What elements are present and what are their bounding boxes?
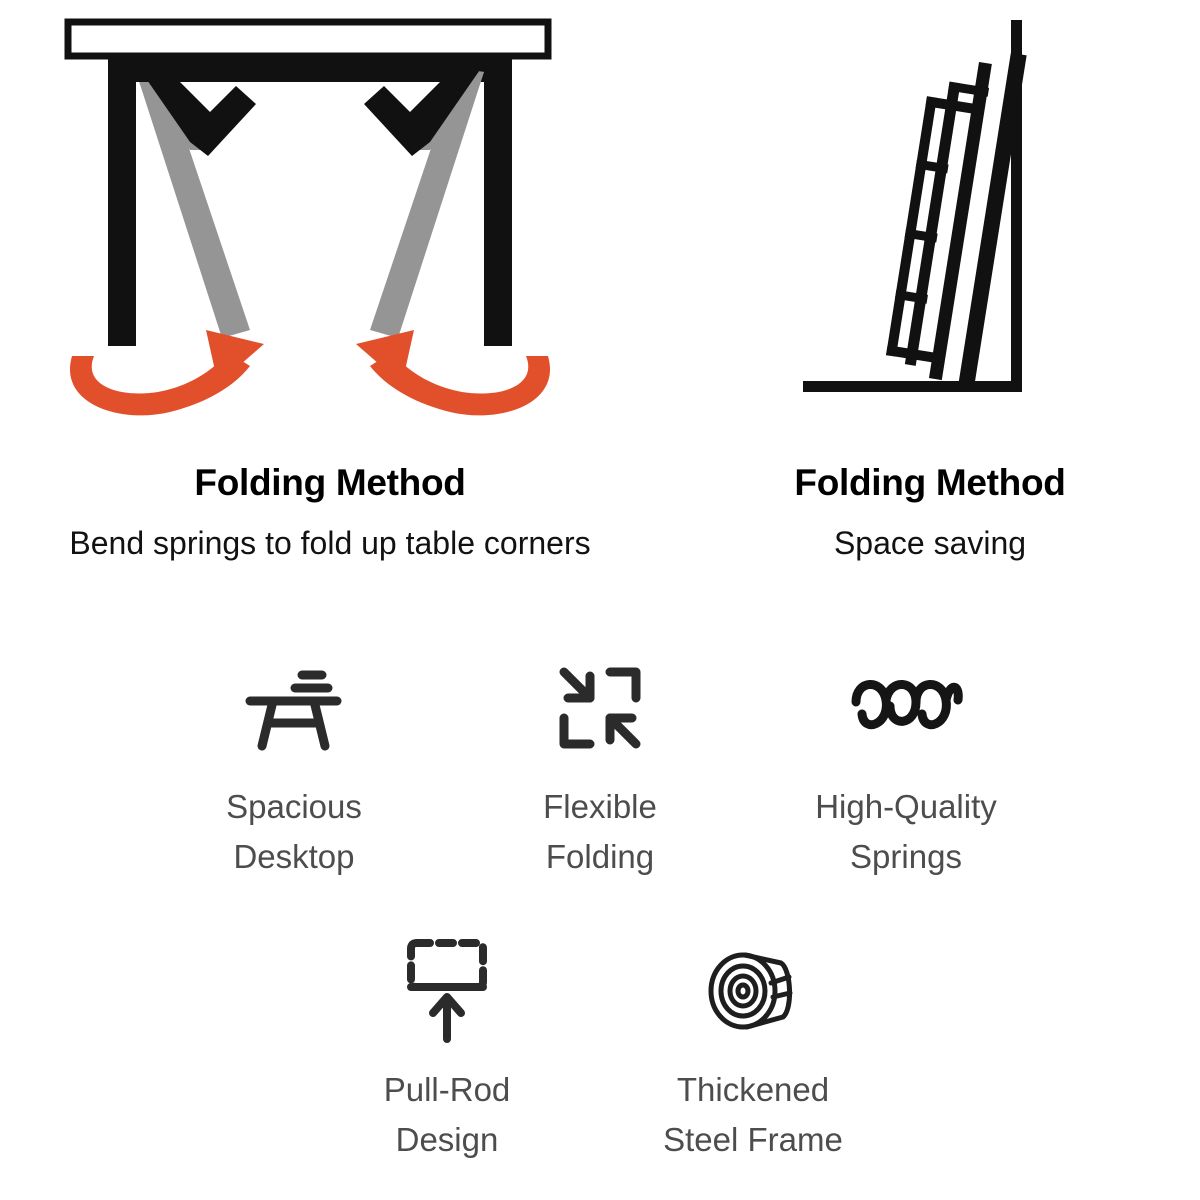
panel-title: Folding Method [194,462,466,503]
floor-line [803,381,1022,392]
feature-spacious-desktop: Spacious Desktop [141,656,447,881]
panel-subtitle: Space saving [833,525,1027,561]
panel-subtitle: Bend springs to fold up table corners [69,525,591,561]
tabletop-shape [64,18,552,60]
right-black-brace [364,64,484,156]
feature-row-2: Pull-Rod Design Thickened Steel Frame [0,939,1200,1164]
wall-line [1011,20,1022,392]
right-rotation-arrow [356,330,551,416]
feature-pull-rod-design: Pull-Rod Design [294,939,600,1164]
feature-label: High-Quality Springs [815,788,997,875]
illustration-row: Folding Method Bend springs to fold up t… [0,0,1200,600]
folded-table-body [886,52,1027,388]
left-rotation-arrow [69,330,264,416]
spring-coil-icon [846,656,966,760]
panel-folding-method-corners: Folding Method Bend springs to fold up t… [0,0,660,600]
feature-flexible-folding: Flexible Folding [447,656,753,881]
right-black-leg [484,56,512,346]
feature-label: Pull-Rod Design [383,1071,511,1158]
feature-row-1: Spacious Desktop Flexible Folding [0,656,1200,881]
table-folding-svg [64,18,552,416]
panel-folding-method-storage: Folding Method Space saving [660,0,1200,600]
table-legs-folding-diagram [0,0,660,450]
left-black-leg [108,56,136,346]
left-black-brace [136,64,256,156]
folded-table-against-wall-diagram [660,0,1200,450]
pull-rod-arrow-icon [395,939,499,1043]
panel-title: Folding Method [794,462,1066,503]
feature-label: Flexible Folding [543,788,657,875]
feature-high-quality-springs: High-Quality Springs [753,656,1059,881]
feature-label: Spacious Desktop [226,788,362,875]
steel-tube-roll-icon [699,939,807,1043]
folded-table-svg [803,20,1027,392]
feature-label: Thickened Steel Frame [663,1071,843,1158]
picnic-table-icon [240,656,348,760]
feature-thickened-steel-frame: Thickened Steel Frame [600,939,906,1164]
feature-grid: Spacious Desktop Flexible Folding [0,656,1200,1164]
collapse-arrows-icon [552,656,648,760]
